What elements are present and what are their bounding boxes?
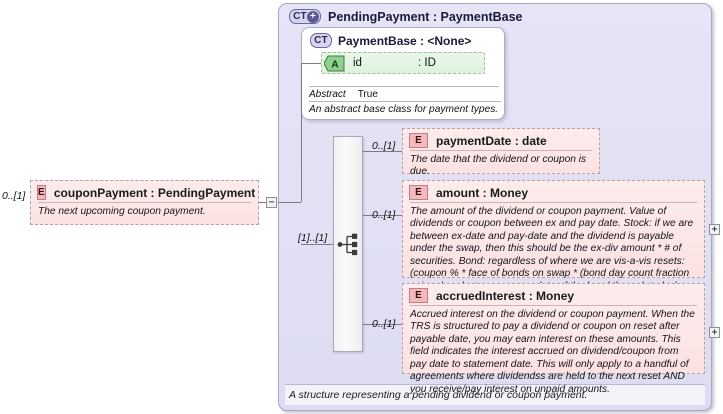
svg-text:A: A xyxy=(331,60,338,71)
sequence-icon xyxy=(337,232,362,257)
element-accrued-interest-header: E accruedInterest : Money xyxy=(403,284,704,305)
facet-value: True xyxy=(357,89,378,100)
connector-to-attribute xyxy=(301,63,321,64)
attribute-id-row[interactable]: A id : ID xyxy=(321,52,485,74)
sequence-compositor-box[interactable] xyxy=(333,136,363,352)
coupon-payment-cardinality: 0..[1] xyxy=(2,190,26,202)
basetype-badge-label: CT xyxy=(314,34,328,46)
element-amount-documentation: The amount of the dividend or coupon pay… xyxy=(410,202,697,293)
element-badge-icon: E xyxy=(409,288,428,303)
element-coupon-payment-box[interactable]: E couponPayment : PendingPayment The nex… xyxy=(30,180,259,225)
element-coupon-payment-name: couponPayment : PendingPayment xyxy=(53,185,256,200)
basetype-badge-icon[interactable]: CT xyxy=(310,33,332,48)
connector-seq-to-amount xyxy=(363,215,402,216)
connector-coupon-to-toggle xyxy=(259,202,266,203)
basetype-paymentbase-title: CT PaymentBase : <None> xyxy=(310,33,471,48)
connector-to-sequence xyxy=(301,244,333,245)
connector-seq-to-paymentdate xyxy=(363,151,402,152)
complextype-documentation: A structure representing a pending divid… xyxy=(285,384,705,405)
attribute-badge-icon: A xyxy=(324,55,345,72)
expand-toggle-amount[interactable]: + xyxy=(709,224,720,235)
element-payment-date-documentation: The date that the dividend or coupon is … xyxy=(410,150,592,179)
element-accrued-interest-box[interactable]: E accruedInterest : Money Accrued intere… xyxy=(402,283,705,395)
basetype-title-text: PaymentBase : <None> xyxy=(338,33,472,48)
collapse-toggle-coupon-payment[interactable]: − xyxy=(266,197,277,208)
element-badge-icon: E xyxy=(409,185,428,200)
complextype-badge-label: CT xyxy=(293,10,307,22)
element-payment-date-header: E paymentDate : date xyxy=(403,129,599,150)
attribute-name: id xyxy=(353,57,362,69)
element-amount-box[interactable]: E amount : Money The amount of the divid… xyxy=(402,180,705,292)
connector-riser-vertical xyxy=(301,63,302,202)
element-payment-date-box[interactable]: E paymentDate : date The date that the d… xyxy=(402,128,600,177)
complextype-title-text: PendingPayment : PaymentBase xyxy=(328,9,523,24)
element-amount-name: amount : Money xyxy=(436,185,528,200)
basetype-documentation: An abstract base class for payment types… xyxy=(309,101,501,115)
element-coupon-payment-documentation: The next upcoming coupon payment. xyxy=(38,202,251,218)
facet-key: Abstract xyxy=(309,89,346,100)
amount-cardinality: 0..[1] xyxy=(372,209,396,221)
element-amount-header: E amount : Money xyxy=(403,181,704,202)
complextype-pendingpayment-title: CT + PendingPayment : PaymentBase xyxy=(289,9,523,24)
element-accrued-interest-documentation: Accrued interest on the dividend or coup… xyxy=(410,305,697,396)
element-coupon-payment-header: E couponPayment : PendingPayment xyxy=(31,181,258,202)
element-badge-icon: E xyxy=(37,185,46,200)
facet-abstract-row: Abstract True xyxy=(309,86,499,100)
sequence-cardinality: [1]..[1] xyxy=(298,232,328,244)
element-payment-date-name: paymentDate : date xyxy=(436,133,547,148)
connector-toggle-to-container xyxy=(278,202,301,203)
payment-date-cardinality: 0..[1] xyxy=(372,140,396,152)
complextype-badge-icon[interactable]: CT + xyxy=(289,9,321,24)
element-badge-icon: E xyxy=(409,133,428,148)
expand-plus-icon[interactable]: + xyxy=(307,11,319,23)
accrued-interest-cardinality: 0..[1] xyxy=(372,318,396,330)
expand-toggle-accrued-interest[interactable]: + xyxy=(709,327,720,338)
attribute-type: : ID xyxy=(418,57,436,69)
connector-seq-to-accrued xyxy=(363,324,402,325)
element-accrued-interest-name: accruedInterest : Money xyxy=(436,288,575,303)
